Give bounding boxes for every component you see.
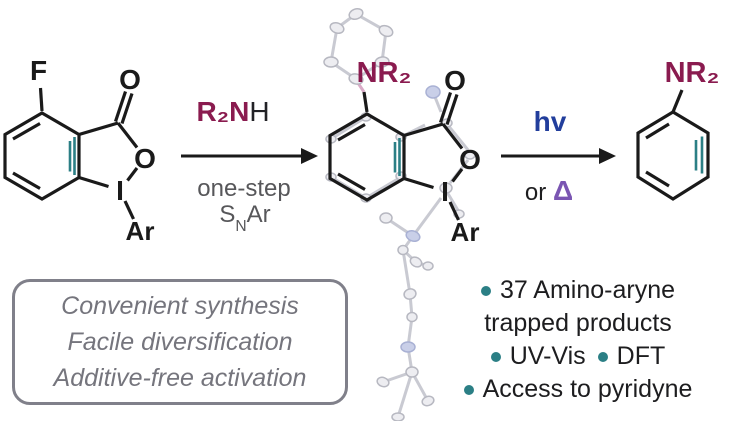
highlight-line-2: Facile diversification [67, 328, 293, 356]
list-item-pyridyne: Access to pyridyne [420, 373, 736, 406]
delta-symbol: Δ [552, 175, 574, 206]
step1-reagent-label: R₂NH [196, 98, 269, 126]
list-item-aryne-count: 37 Amino-aryne [420, 274, 736, 307]
snar-ar: Ar [246, 200, 271, 228]
intermediate-ring-oxygen-label: O [459, 144, 481, 175]
highlights-box: Convenient synthesis Facile diversificat… [12, 279, 348, 405]
list-item-trapped-products: trapped products [420, 307, 736, 340]
reactant-fluorine-label: F [30, 55, 47, 86]
bullet-icon [480, 286, 491, 296]
step2-light-label: hv [533, 106, 567, 137]
list-item-text: DFT [616, 342, 666, 370]
reactant-iodine-label: I [116, 175, 124, 206]
snar-s: S [219, 200, 236, 228]
step1-reagent-h: H [249, 96, 270, 127]
intermediate-structure: NR₂ O O I Ar [328, 57, 481, 247]
bullet-icon [490, 352, 501, 362]
highlight-line-1: Convenient synthesis [61, 292, 299, 320]
list-item-text: 37 Amino-aryne [499, 276, 676, 304]
step1-reagent-amine: R₂N [196, 96, 250, 127]
intermediate-iodine-label: I [441, 176, 449, 207]
step1-condition-line1: one-step [197, 175, 291, 202]
key-results-list: 37 Amino-aryne trapped products UV-Vis DF… [420, 274, 736, 406]
crystal-structure-overlay [323, 7, 476, 421]
reactant-aryl-label: Ar [126, 216, 155, 246]
reactant-ring-oxygen-label: O [134, 143, 156, 174]
step2-heat-label: or Δ [525, 177, 573, 205]
reaction-arrow-1 [181, 148, 318, 164]
product-structure: NR₂ [636, 57, 720, 201]
list-item-text: trapped products [484, 309, 672, 337]
reaction-arrow-2 [501, 148, 616, 164]
or-text: or [524, 179, 547, 206]
reactant-carbonyl-oxygen-label: O [119, 64, 141, 95]
bullet-icon [463, 385, 474, 395]
intermediate-aryl-label: Ar [451, 217, 480, 247]
reactant-structure: F O O I Ar [3, 55, 156, 246]
intermediate-amine-label: NR₂ [357, 57, 412, 89]
bullet-icon [597, 352, 608, 362]
highlight-line-3: Additive-free activation [53, 364, 307, 392]
list-item-uvvis-dft: UV-Vis DFT [420, 340, 736, 373]
snar-subscript: N [235, 217, 247, 235]
step1-condition-line2: SNAr [219, 200, 271, 235]
list-item-text: Access to pyridyne [482, 375, 693, 403]
intermediate-carbonyl-oxygen-label: O [444, 65, 466, 96]
list-item-text: UV-Vis [509, 342, 586, 370]
product-amine-label: NR₂ [665, 57, 720, 89]
